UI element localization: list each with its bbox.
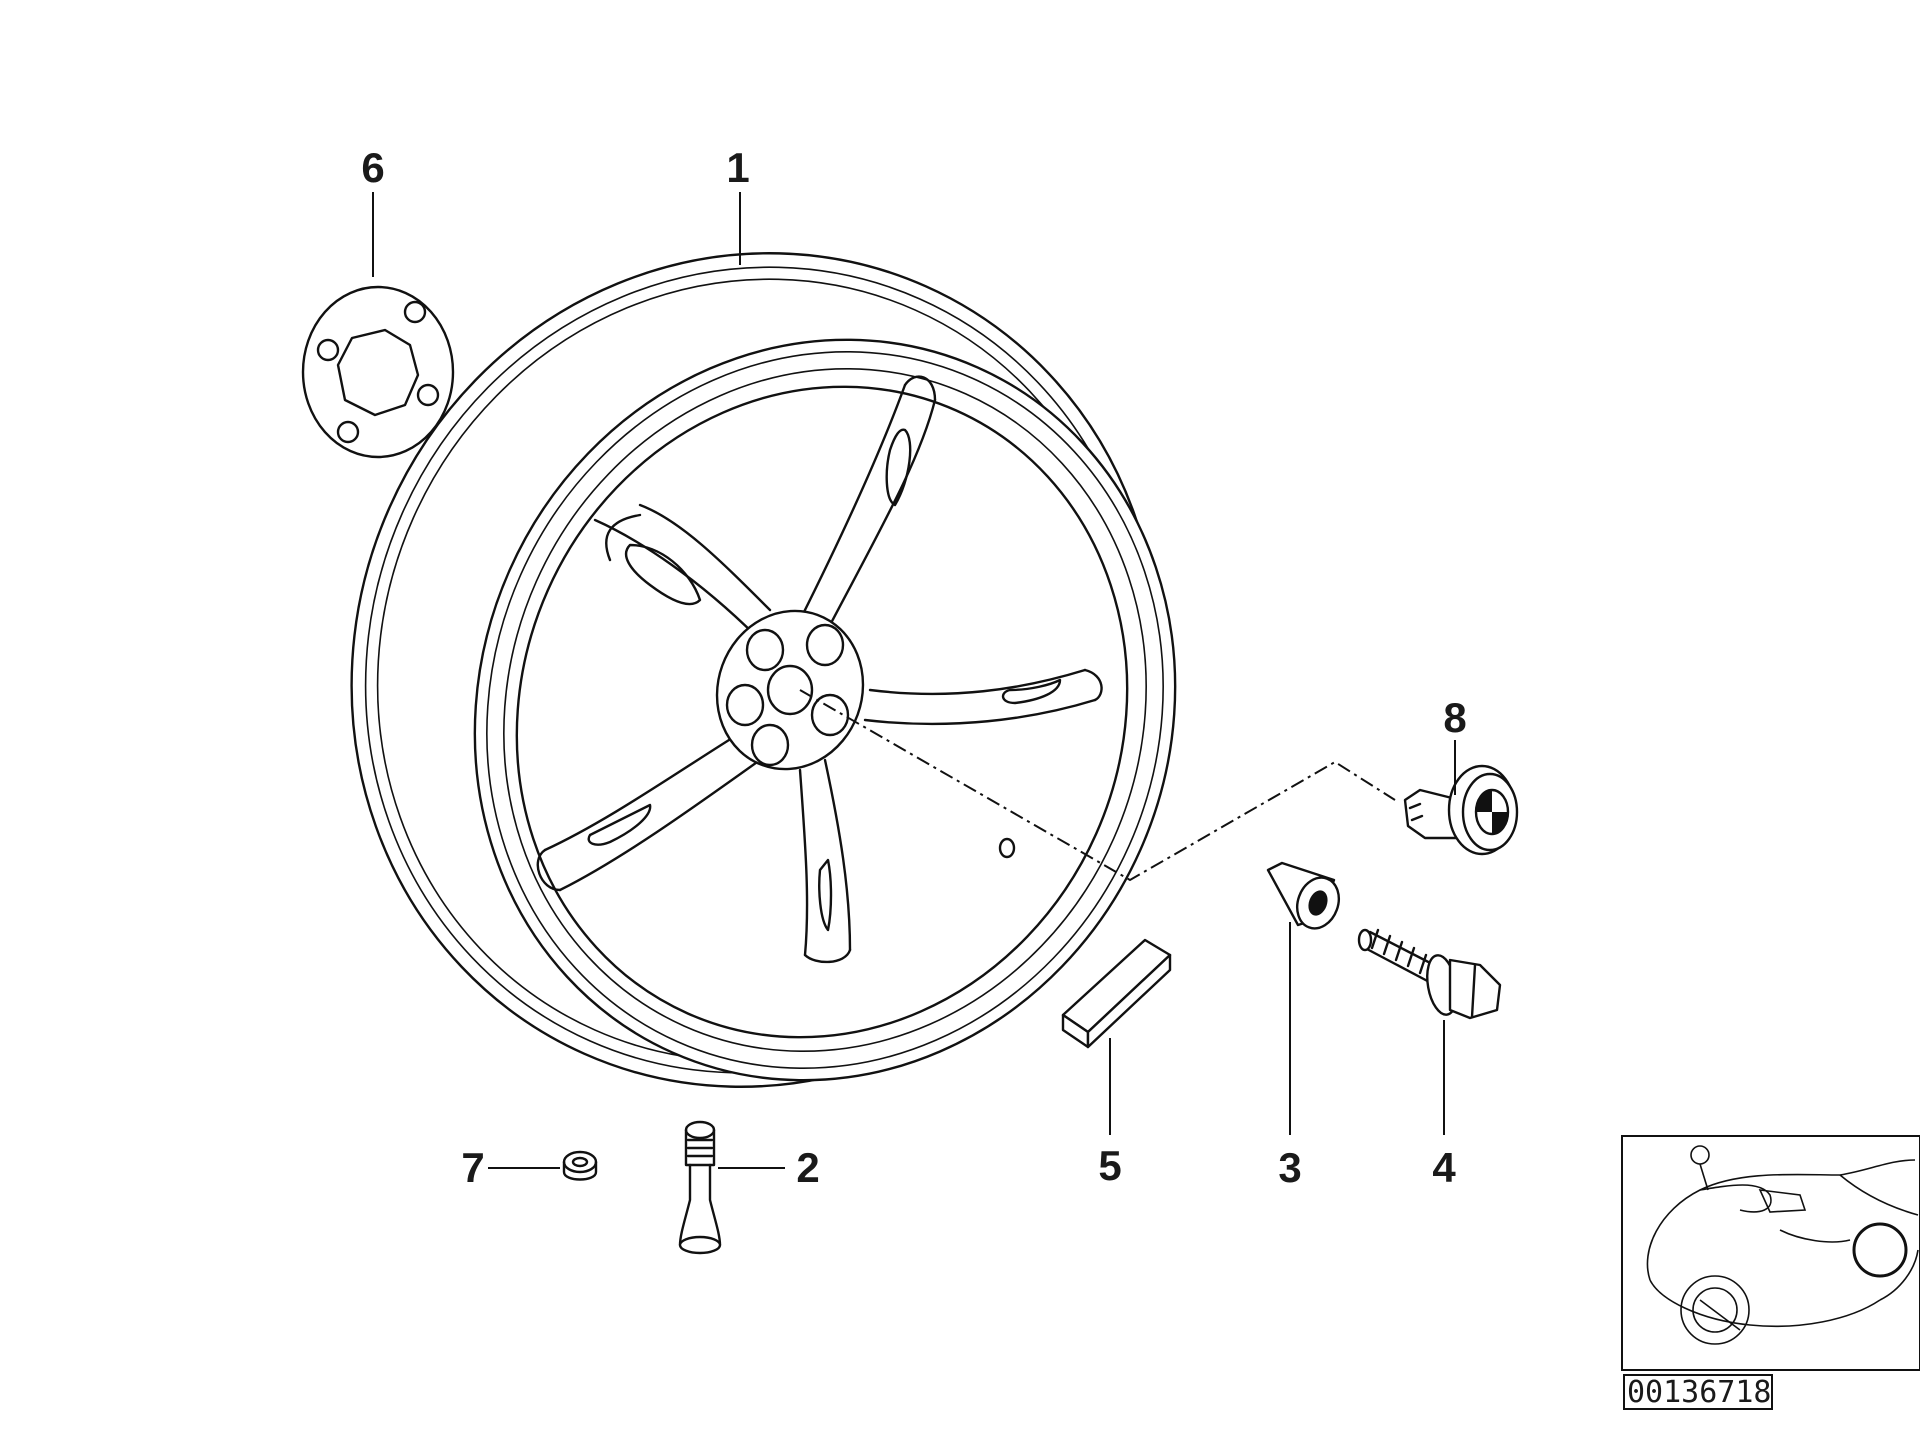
part-5-balance-weight[interactable] [1061, 938, 1172, 1049]
part-3-spacer-sleeve[interactable] [1266, 861, 1346, 934]
reference-code: 00136718 [1627, 1375, 1772, 1410]
callout-5: 5 [1098, 1142, 1121, 1189]
part-8-hub-cap[interactable] [1403, 764, 1519, 856]
part-7-nut[interactable] [562, 1150, 598, 1181]
reference-code-label: 00136718 [1623, 1374, 1773, 1410]
part-2-tyre-valve[interactable] [678, 1120, 722, 1255]
callout-2: 2 [796, 1144, 819, 1191]
part-4-flange-bolt[interactable] [1357, 928, 1502, 1020]
callout-6: 6 [361, 144, 384, 191]
callout-labels: 6 1 8 7 2 5 3 4 [361, 144, 1466, 1191]
callout-3: 3 [1278, 1144, 1301, 1191]
part-6-adapter-ring[interactable] [301, 285, 455, 459]
part-1-wheel-rim[interactable] [219, 124, 1293, 1217]
callout-4: 4 [1432, 1144, 1456, 1191]
motorcycle-thumbnail [1621, 1135, 1920, 1371]
leader-lines [372, 192, 1456, 1169]
motorcycle-outline-icon [1646, 1145, 1919, 1345]
callout-1: 1 [726, 144, 749, 191]
callout-8: 8 [1443, 694, 1466, 741]
callout-7: 7 [461, 1144, 484, 1191]
